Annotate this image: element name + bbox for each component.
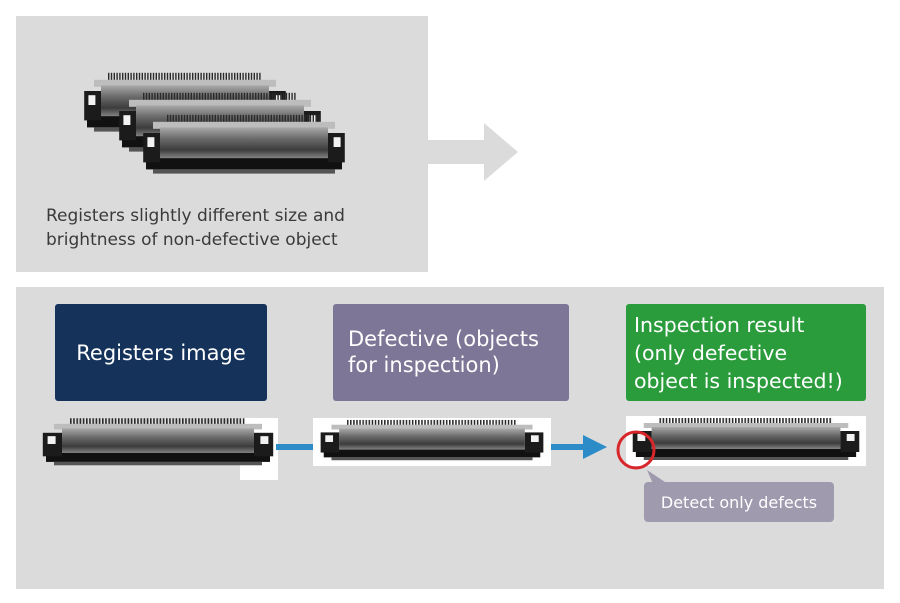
badge-pointer bbox=[647, 470, 665, 484]
connector-image-stack bbox=[84, 72, 345, 174]
register-image-box: Registers image bbox=[55, 304, 267, 401]
connector-image bbox=[143, 114, 345, 174]
flow-arrow-icon bbox=[551, 435, 607, 459]
registration-caption: Registers slightly different size and br… bbox=[46, 206, 345, 250]
registered-connector-image bbox=[42, 418, 274, 466]
inspection-result-box: Inspection result (only defective object… bbox=[626, 304, 866, 401]
result-connector-image bbox=[632, 418, 860, 460]
detect-defects-badge: Detect only defects bbox=[644, 482, 834, 522]
detect-defects-label: Detect only defects bbox=[660, 492, 818, 512]
defective-connector-image bbox=[320, 419, 544, 461]
defective-box: Defective (objects for inspection) bbox=[333, 304, 569, 401]
defect-circle-icon bbox=[616, 430, 656, 470]
flow-arrow-icon bbox=[276, 444, 320, 450]
right-arrow-icon bbox=[428, 123, 518, 181]
register-image-label: Registers image bbox=[76, 340, 246, 365]
